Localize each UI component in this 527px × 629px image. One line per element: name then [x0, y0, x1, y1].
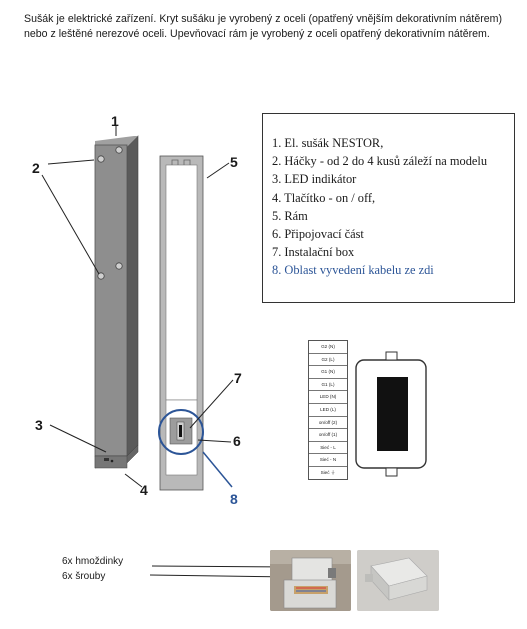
terminal-row-g2n: G2 (N): [309, 341, 347, 354]
photo-open-installation-box: [270, 550, 351, 611]
callout-7: 7: [234, 370, 242, 386]
connector-block: [355, 351, 427, 477]
hook-bottom-left: [97, 272, 105, 280]
hook-bottom-right: [115, 262, 123, 270]
intro-paragraph: Sušák je elektrické zařízení. Kryt sušák…: [24, 13, 502, 40]
legend-item-7: 7. Instalační box: [272, 245, 355, 260]
legend-item-8: 8. Oblast vyvedení kabelu ze zdi: [272, 263, 434, 278]
legend-item-2: 2. Háčky - od 2 do 4 kusů záleží na mode…: [272, 154, 488, 169]
accessory-screws-label: 6x šrouby: [62, 571, 106, 582]
photo-closed-connector-box: [357, 550, 439, 611]
callout-2: 2: [32, 160, 40, 176]
leader-lines: [41, 126, 234, 488]
legend-item-4: 4. Tlačítko - on / off,: [272, 190, 376, 205]
dryer-panel: [94, 135, 139, 469]
hook-top-right: [115, 146, 123, 154]
callout-6: 6: [233, 433, 241, 449]
callout-8: 8: [230, 491, 238, 507]
legend-item-5: 5. Rám: [272, 208, 308, 223]
terminal-row-siec-l: Sieć - L: [309, 442, 347, 455]
on-off-button: [104, 458, 109, 461]
terminal-row-siec-ground: Sieć ⏚: [320, 469, 336, 475]
terminal-row-onoff2: on/off (2): [309, 417, 347, 430]
callout-5: 5: [230, 154, 238, 170]
accessory-anchors-label: 6x hmoždinky: [62, 556, 124, 567]
terminal-row-ledn: LED (N): [309, 391, 347, 404]
terminal-row-ledl: LED (L): [309, 404, 347, 417]
hook-top-left: [97, 155, 105, 163]
terminal-table: G2 (N) G2 (L) G1 (N) G1 (L) LED (N) LED …: [308, 340, 348, 480]
callout-3: 3: [35, 417, 43, 433]
legend-box: 1. El. sušák NESTOR, 2. Háčky - od 2 do …: [262, 113, 515, 303]
callout-1: 1: [111, 113, 119, 129]
terminal-row-siec-n: Sieć - N: [309, 454, 347, 467]
legend-item-6: 6. Připojovací část: [272, 227, 364, 242]
mounting-frame: [158, 155, 204, 491]
terminal-row-g1l: G1 (L): [309, 379, 347, 392]
legend-item-1: 1. El. sušák NESTOR,: [272, 136, 384, 150]
ground-icon: ⏚: [330, 469, 336, 475]
terminal-row-g2l: G2 (L): [309, 354, 347, 367]
terminal-row-onoff1: on/off (1): [309, 429, 347, 442]
led-indicator: [110, 459, 114, 463]
callout-4: 4: [140, 482, 148, 498]
cable-exit-area: [158, 409, 204, 455]
legend-item-3: 3. LED indikátor: [272, 172, 357, 187]
terminal-row-g1n: G1 (N): [309, 366, 347, 379]
